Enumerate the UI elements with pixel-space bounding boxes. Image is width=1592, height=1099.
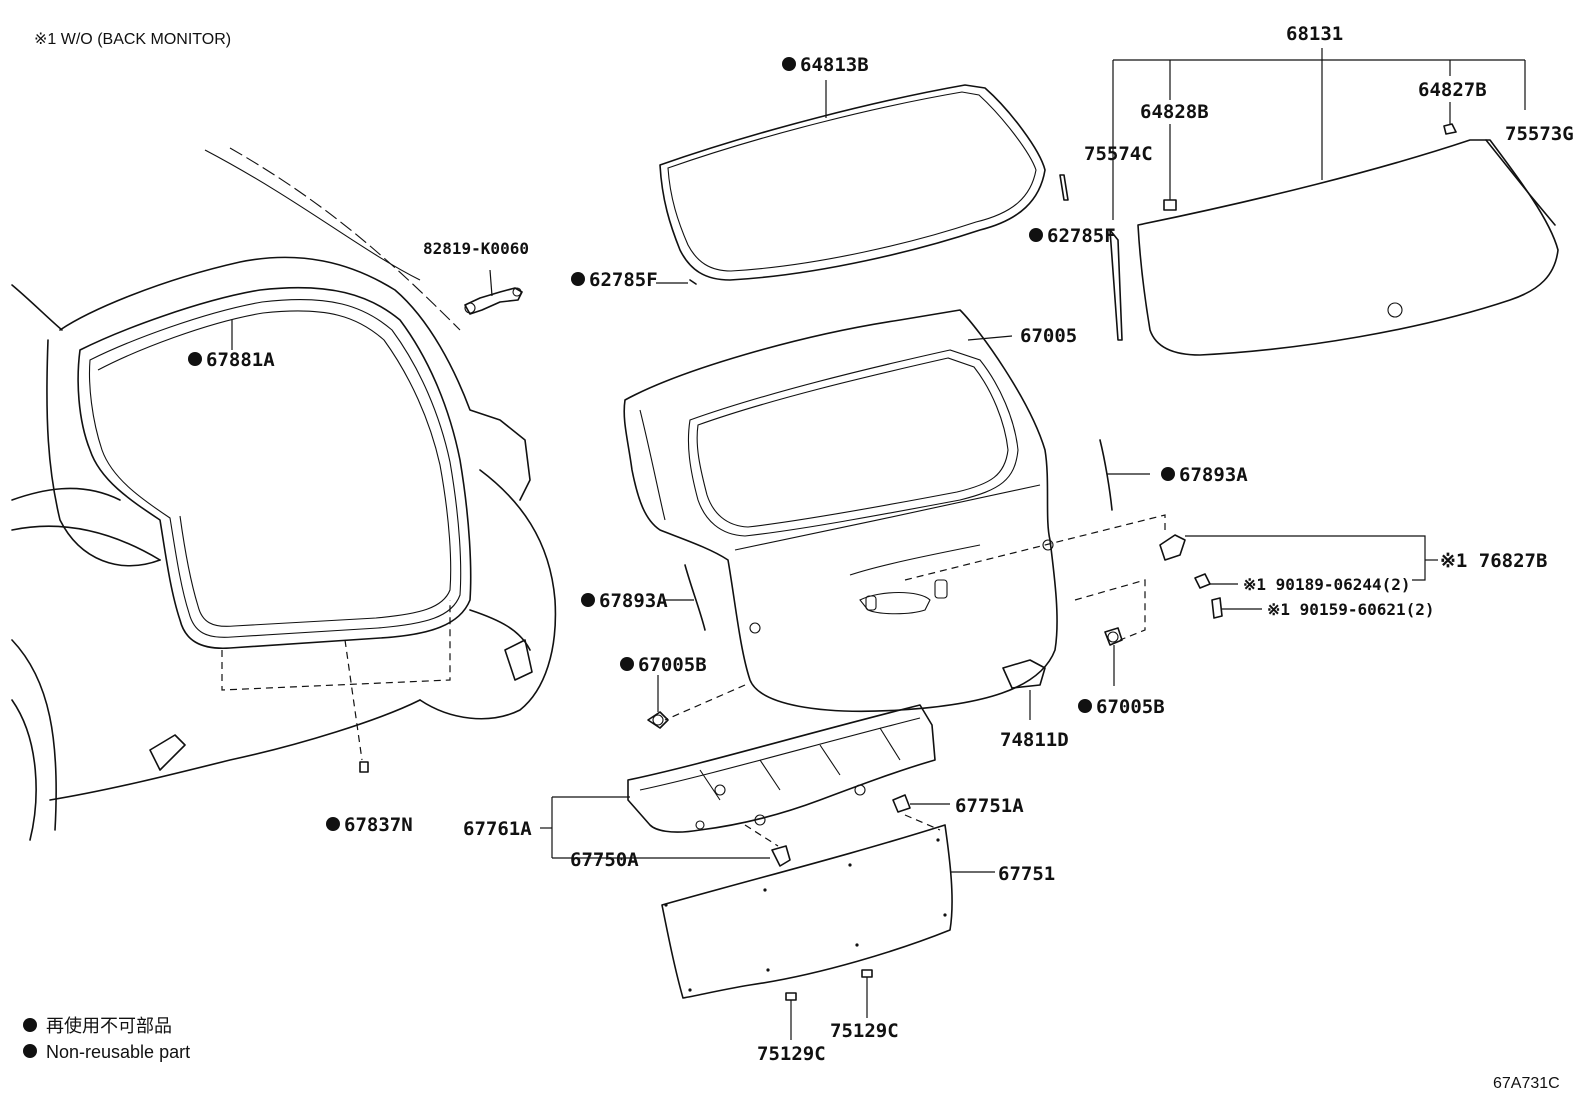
label-64828b: 64828B <box>1140 101 1209 123</box>
label-75573g: 75573G <box>1505 123 1574 145</box>
label-67005b-right: 67005B <box>1096 696 1165 718</box>
clip-67751a <box>892 794 950 813</box>
legend-japanese: 再使用不可部品 <box>46 1016 172 1036</box>
label-67893a-left: 67893A <box>599 590 668 612</box>
label-67751: 67751 <box>998 863 1055 885</box>
label-62785f-right: 62785F <box>1047 225 1116 247</box>
back-door-glass <box>1109 48 1559 356</box>
handle-cover-part <box>1002 659 1046 720</box>
diagram-code: 67A731C <box>1493 1075 1560 1092</box>
fasteners-67005b <box>647 627 1123 729</box>
label-67750a: 67750A <box>570 849 639 871</box>
trim-board-upper <box>540 704 936 867</box>
window-weatherstrip <box>656 80 1069 285</box>
hinge-stay-part <box>464 269 523 315</box>
label-67837n: 67837N <box>344 814 413 836</box>
label-67005: 67005 <box>1020 325 1077 347</box>
legend: 再使用不可部品 Non-reusable part <box>23 1016 190 1062</box>
camera-bracket-group <box>1159 534 1438 619</box>
label-82819-k0060: 82819-K0060 <box>423 239 529 258</box>
label-76827b: ※1 76827B <box>1440 550 1547 572</box>
label-67005b-left: 67005B <box>638 654 707 676</box>
trim-board-lower <box>661 814 995 1040</box>
back-monitor-note: ※1 W/O (BACK MONITOR) <box>34 31 231 48</box>
label-90159-60621: ※1 90159-60621(2) <box>1267 600 1435 619</box>
label-75574c: 75574C <box>1084 143 1153 165</box>
label-68131: 68131 <box>1286 23 1343 45</box>
label-90189-06244: ※1 90189-06244(2) <box>1243 575 1411 594</box>
label-67761a: 67761A <box>463 818 532 840</box>
label-64813b: 64813B <box>800 54 869 76</box>
back-door-panel <box>623 309 1166 721</box>
label-67881a: 67881A <box>206 349 275 371</box>
label-74811d: 74811D <box>1000 729 1069 751</box>
label-67893a-right: 67893A <box>1179 464 1248 486</box>
label-75129c-left: 75129C <box>757 1043 826 1065</box>
vehicle-body <box>11 147 557 841</box>
label-64827b: 64827B <box>1418 79 1487 101</box>
label-67751a: 67751A <box>955 795 1024 817</box>
legend-english: Non-reusable part <box>46 1042 190 1062</box>
label-75129c-right: 75129C <box>830 1020 899 1042</box>
side-molding-strips <box>664 439 1150 631</box>
part-labels: 64813B 68131 64828B 64827B 75574C 75573G… <box>188 23 1574 1065</box>
label-62785f-left: 62785F <box>589 269 658 291</box>
